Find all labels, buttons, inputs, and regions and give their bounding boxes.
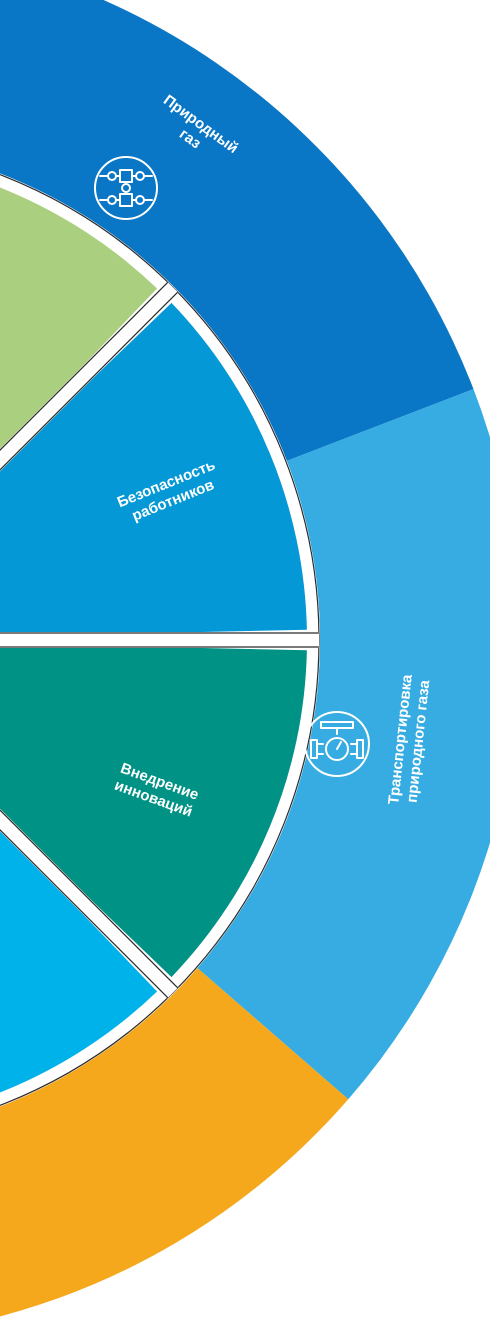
- valve-gauge-icon: [304, 711, 370, 777]
- inner-segment-worker-safety: [0, 302, 307, 637]
- inner-segment-top-green: [0, 187, 158, 453]
- separator-line-0-1: [0, 291, 179, 471]
- segment-separators: [0, 281, 319, 999]
- separator-line-2-1: [0, 829, 169, 999]
- inner-segment-innovation: [0, 643, 307, 978]
- network-icon: [94, 156, 158, 220]
- inner-segment-bottom-cyan: [0, 827, 158, 1093]
- outer-segment-gas-transport: [197, 389, 490, 1100]
- separator-line-2-0: [0, 809, 179, 989]
- outer-segment-natural-gas: [0, 0, 474, 461]
- separator-line-0-0: [0, 281, 169, 451]
- separator-gap-2: [0, 808, 179, 999]
- separator-gap-0: [0, 281, 179, 472]
- outer-segment-bottom: [0, 968, 349, 1317]
